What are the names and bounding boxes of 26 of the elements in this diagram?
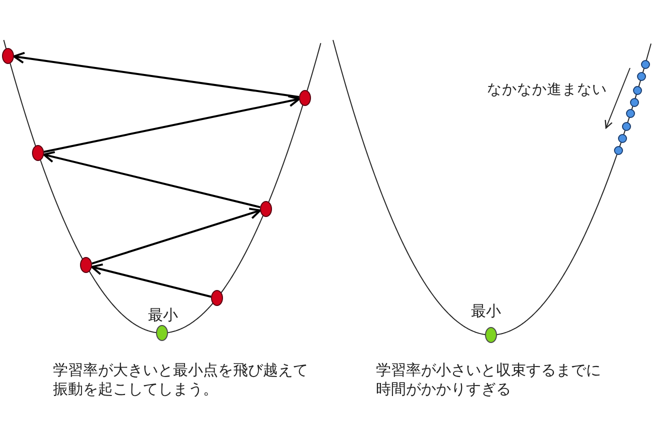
point-marker (299, 90, 311, 106)
minimum-point-marker (485, 327, 497, 343)
point-label: 最小 (471, 302, 501, 320)
minimum-point-marker (156, 325, 168, 341)
point-marker (211, 290, 223, 306)
arrow (44, 95, 300, 153)
point-marker (640, 60, 650, 68)
caption: 学習率が小さいと収束するまでに時間がかかりすぎる (376, 360, 602, 398)
arrow (12, 52, 300, 98)
point-marker (618, 134, 628, 142)
arrow (92, 208, 262, 265)
point-marker (637, 72, 646, 80)
point-marker (626, 108, 636, 118)
annotation: なかなか進まない (487, 80, 607, 100)
arrow (42, 151, 260, 208)
arrow (90, 263, 212, 298)
point-marker (80, 257, 92, 274)
point-marker (622, 122, 631, 130)
point-label: 最小 (148, 306, 178, 325)
point-marker (2, 48, 14, 64)
point-marker (614, 146, 623, 154)
point-marker (633, 86, 642, 94)
point-marker (630, 98, 639, 106)
caption: 学習率が大きいと最小点を飛び越えて振動を起こしてしまう。 (53, 360, 309, 398)
point-marker (32, 145, 44, 162)
point-marker (260, 200, 272, 217)
